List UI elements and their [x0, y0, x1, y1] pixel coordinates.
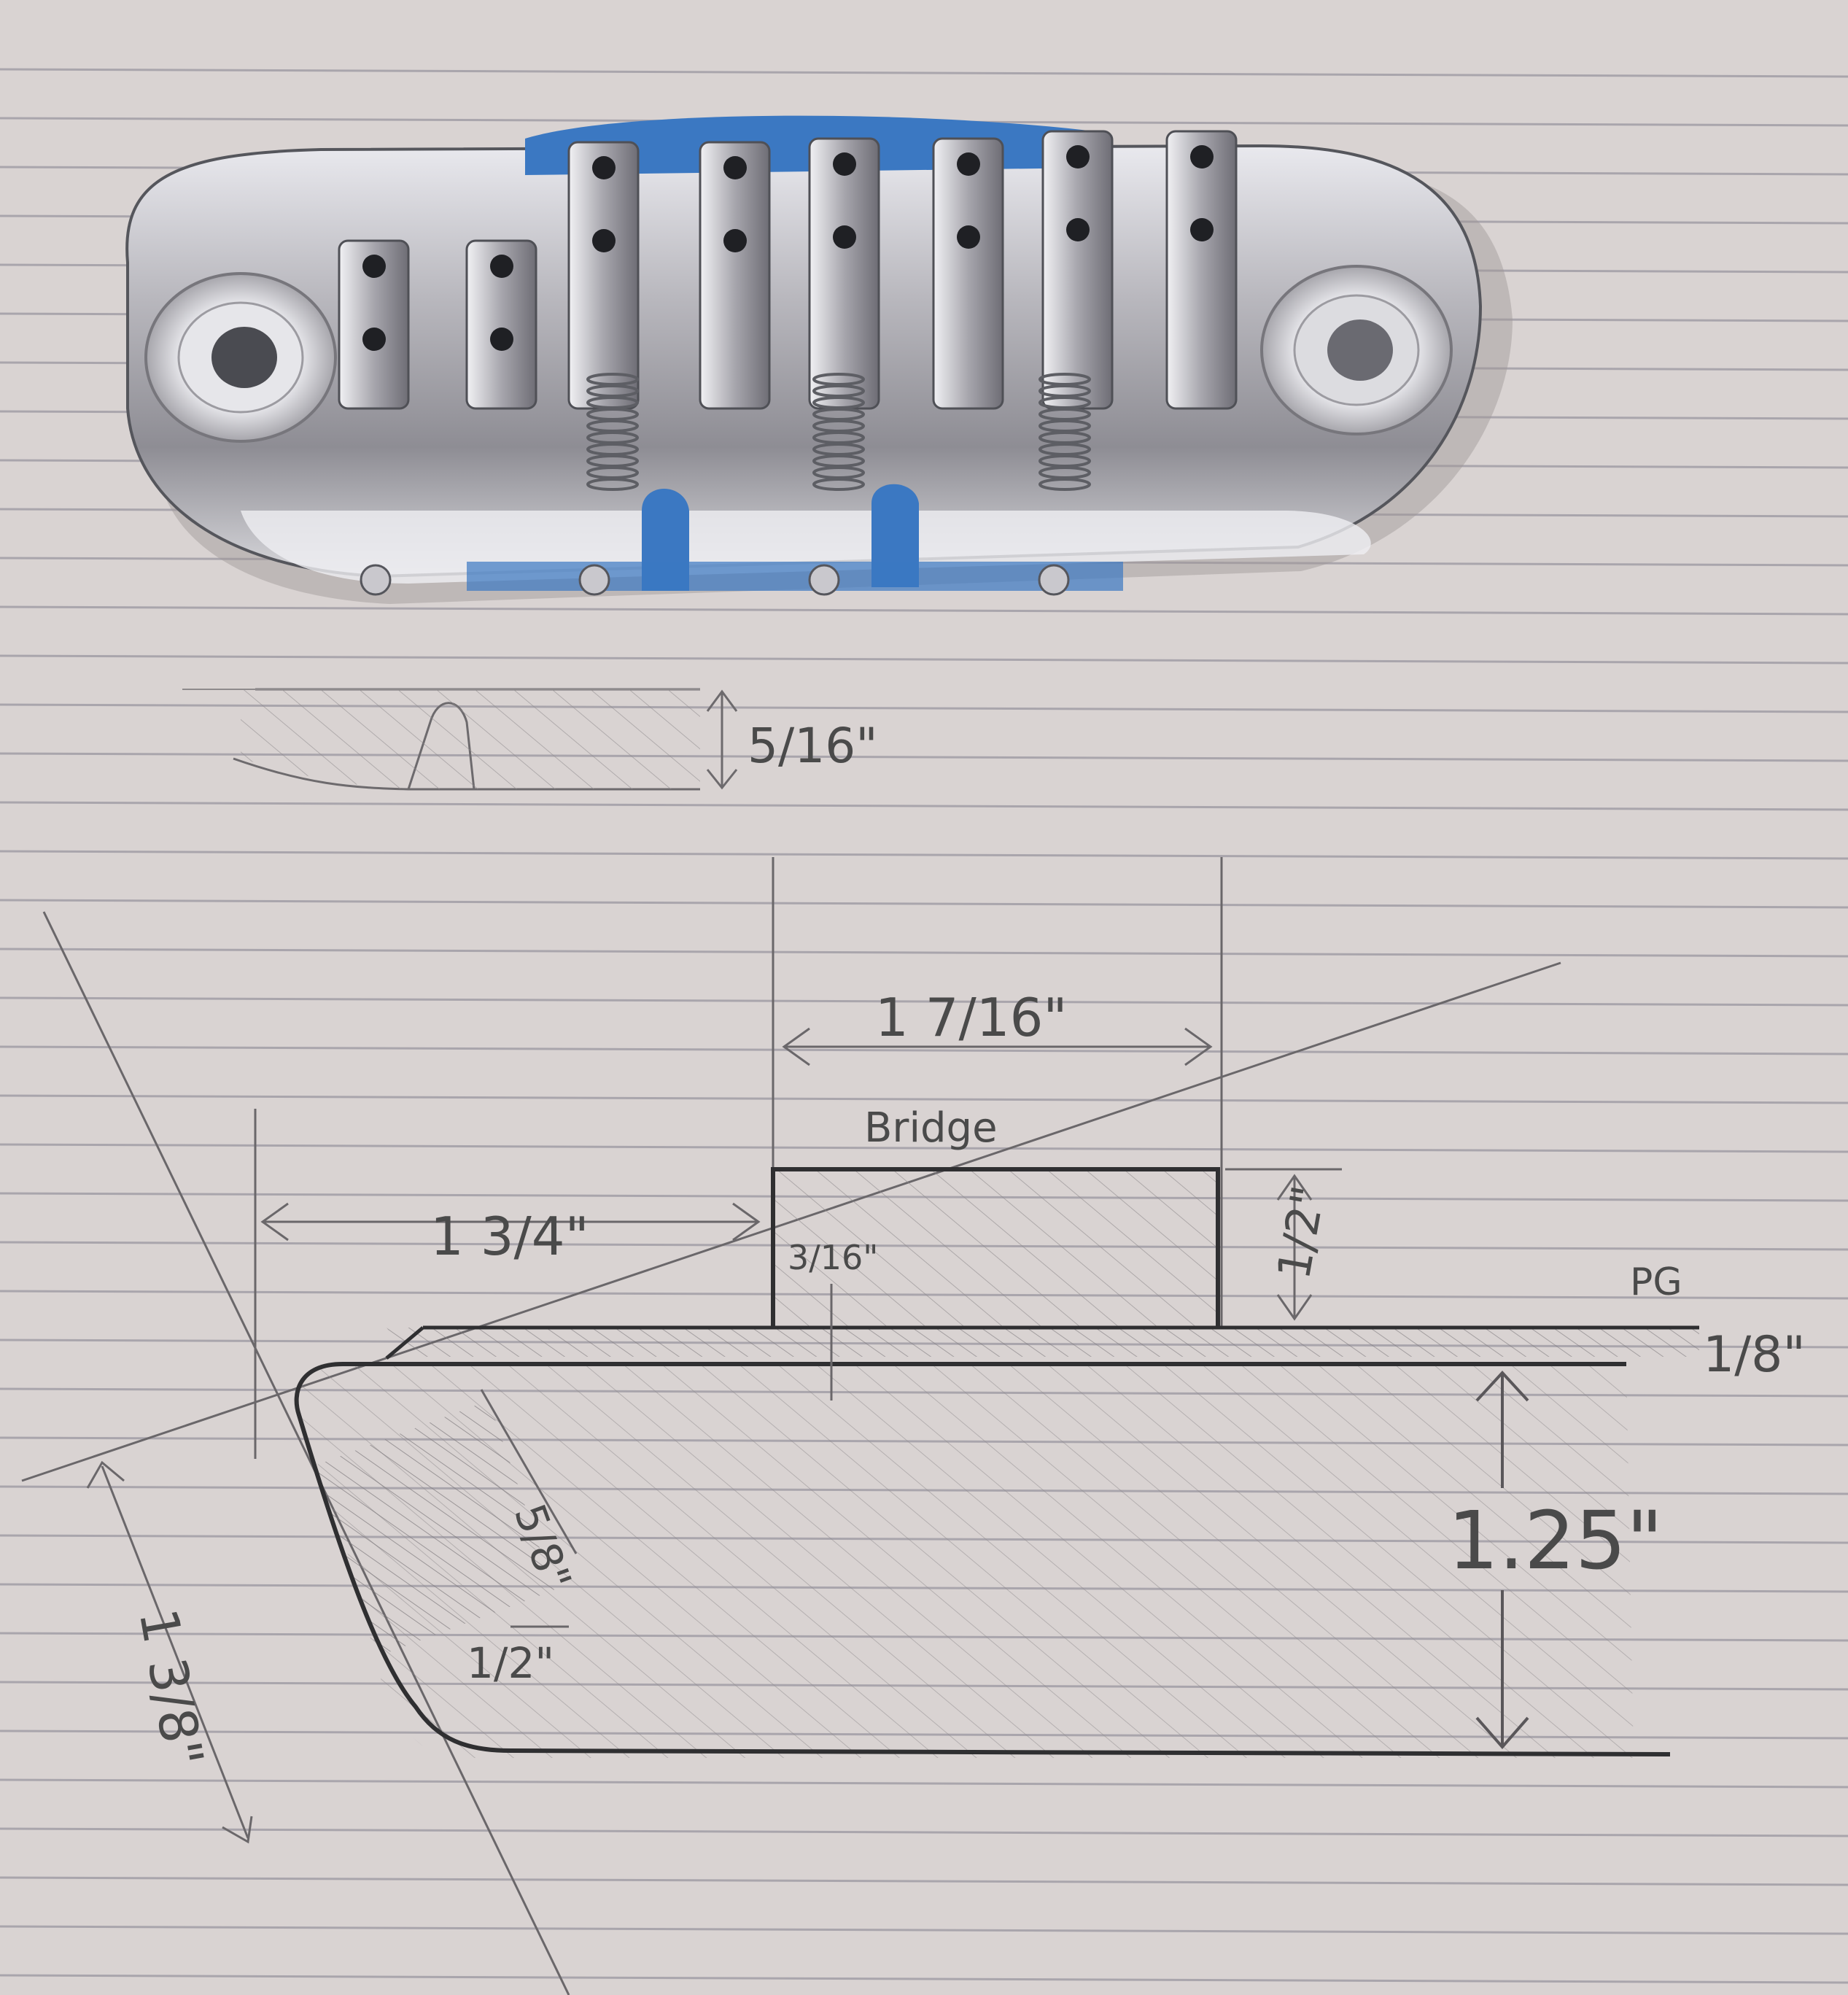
rule-line [0, 1143, 1848, 1153]
intonation-spring [1038, 478, 1091, 491]
right-mount-washer [1260, 265, 1453, 435]
bevel-inset-label: 1/2" [467, 1638, 554, 1688]
height-screw [723, 156, 747, 179]
rule-line [0, 605, 1848, 616]
body-outline [294, 1362, 1671, 1756]
height-screw [723, 229, 747, 252]
rule-line [0, 996, 1848, 1007]
pickguard-label: PG [1630, 1260, 1682, 1304]
height-screw [362, 328, 386, 351]
bridge-saddles [338, 130, 1238, 596]
saddle-block [808, 137, 880, 410]
setback-label: 1 3/4" [430, 1206, 589, 1267]
intonation-spring [812, 478, 865, 491]
rule-line [0, 1827, 1848, 1837]
intonation-screw-head [360, 564, 392, 596]
cross-section-sketch: 1 7/16" Bridge 1 3/4" 3/16" 1/2" PG 1/8"… [21, 857, 1806, 1995]
rule-line [0, 1876, 1848, 1886]
rule-line [0, 1974, 1848, 1984]
intonation-spring [586, 478, 639, 491]
bevel-width-label: 1 3/8" [128, 1604, 216, 1771]
saddle-block [567, 141, 640, 410]
small-section-sketch: 5/16" [182, 688, 878, 791]
height-screw [490, 255, 513, 278]
rule-line [0, 948, 1848, 958]
rule-line [0, 801, 1848, 811]
pickguard-outline [385, 1325, 1699, 1360]
bridge-width-label: 1 7/16" [875, 987, 1068, 1048]
section-height-label: 5/16" [748, 718, 878, 774]
height-screw [833, 152, 856, 176]
saddle-block [338, 239, 410, 410]
height-screw [833, 225, 856, 249]
saddle-block [1165, 130, 1238, 410]
pickguard-thickness-label: 1/8" [1703, 1326, 1806, 1384]
height-screw [1190, 145, 1214, 168]
rule-line [0, 1094, 1848, 1104]
height-screw [957, 225, 980, 249]
height-screw [490, 328, 513, 351]
rule-line [0, 68, 1848, 78]
bridge-label: Bridge [864, 1104, 998, 1152]
body-thickness-label: 1.25" [1448, 1494, 1663, 1587]
height-screw [957, 152, 980, 176]
height-screw [1066, 218, 1090, 241]
rule-line [0, 1045, 1848, 1055]
left-mount-washer [144, 272, 337, 443]
saddle-block [1041, 130, 1114, 410]
bridge-height-label: 1/2" [1267, 1182, 1335, 1283]
saddle-block [932, 137, 1004, 410]
rule-line [0, 1778, 1848, 1789]
intonation-screw-head [1038, 564, 1070, 596]
height-screw [592, 156, 616, 179]
rule-line [0, 1925, 1848, 1935]
bridge-baseplate [125, 144, 1483, 578]
height-screw [592, 229, 616, 252]
bass-bridge-photo [125, 115, 1513, 604]
offset-label: 3/16" [788, 1238, 878, 1277]
height-screw [362, 255, 386, 278]
saddle-block [465, 239, 537, 410]
intonation-screw-head [578, 564, 610, 596]
rule-line [0, 654, 1848, 665]
height-screw [1190, 218, 1214, 241]
intonation-screw-head [808, 564, 840, 596]
rule-line [0, 899, 1848, 909]
bridge-block-outline [771, 1167, 1220, 1326]
rule-line [0, 850, 1848, 860]
height-screw [1066, 145, 1090, 168]
saddle-block [699, 141, 771, 410]
